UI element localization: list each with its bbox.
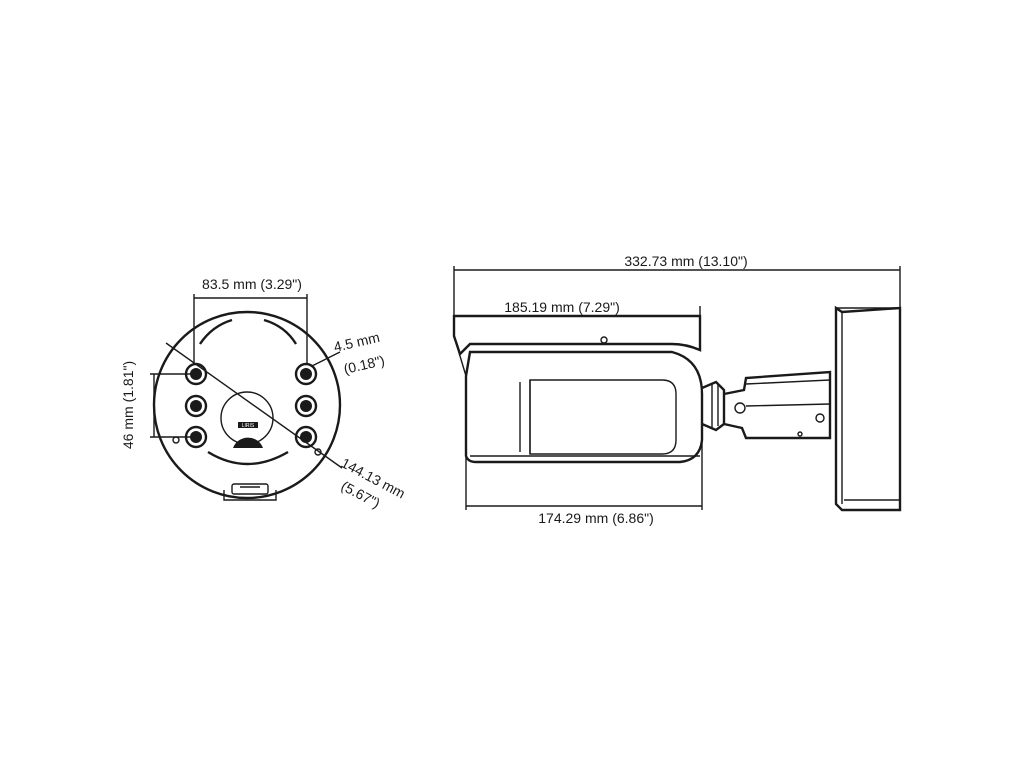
front-slot-top-right — [263, 318, 298, 345]
hole-dimension-label-mm: 4.5 mm — [332, 329, 381, 355]
side-sunshield — [452, 314, 702, 357]
front-badge — [238, 422, 258, 428]
hole-dimension — [311, 351, 341, 367]
width-dimension — [193, 294, 308, 364]
side-window — [529, 379, 677, 455]
front-bottom-latch — [231, 483, 269, 495]
side-bracket-arm — [723, 370, 832, 440]
front-badge-text: LIRIS — [242, 423, 255, 429]
diagonal-dimension — [165, 342, 343, 469]
body-length-dimension — [465, 440, 703, 510]
side-body — [464, 350, 704, 464]
side-mount-base — [834, 305, 902, 512]
total-length-dimension — [453, 266, 901, 316]
height-dimension-label: 46 mm (1.81") — [120, 361, 136, 449]
front-led-right-1 — [294, 362, 318, 386]
side-view: 332.73 mm (13.10") 185.19 mm (7.29") 174… — [452, 253, 902, 526]
front-view: LIRIS 83.5 mm (3.29") 4.5 mm (0.18") — [120, 276, 408, 511]
width-dimension-label: 83.5 mm (3.29") — [202, 276, 302, 292]
housing-length-label: 185.19 mm (7.29") — [504, 299, 619, 315]
front-led-left-2 — [184, 394, 208, 418]
front-slot-top-left — [199, 318, 233, 345]
side-bracket-neck — [701, 380, 726, 432]
front-dome — [233, 437, 263, 448]
front-outer-ring — [152, 310, 342, 500]
housing-length-dimension — [454, 306, 701, 317]
height-dimension — [150, 373, 196, 438]
front-bottom-tab — [223, 490, 277, 501]
front-led-right-2 — [294, 394, 318, 418]
body-length-label: 174.29 mm (6.86") — [538, 510, 653, 526]
total-length-label: 332.73 mm (13.10") — [624, 253, 747, 269]
hole-dimension-label-in: (0.18") — [342, 352, 386, 377]
front-slot-bottom — [207, 450, 289, 466]
